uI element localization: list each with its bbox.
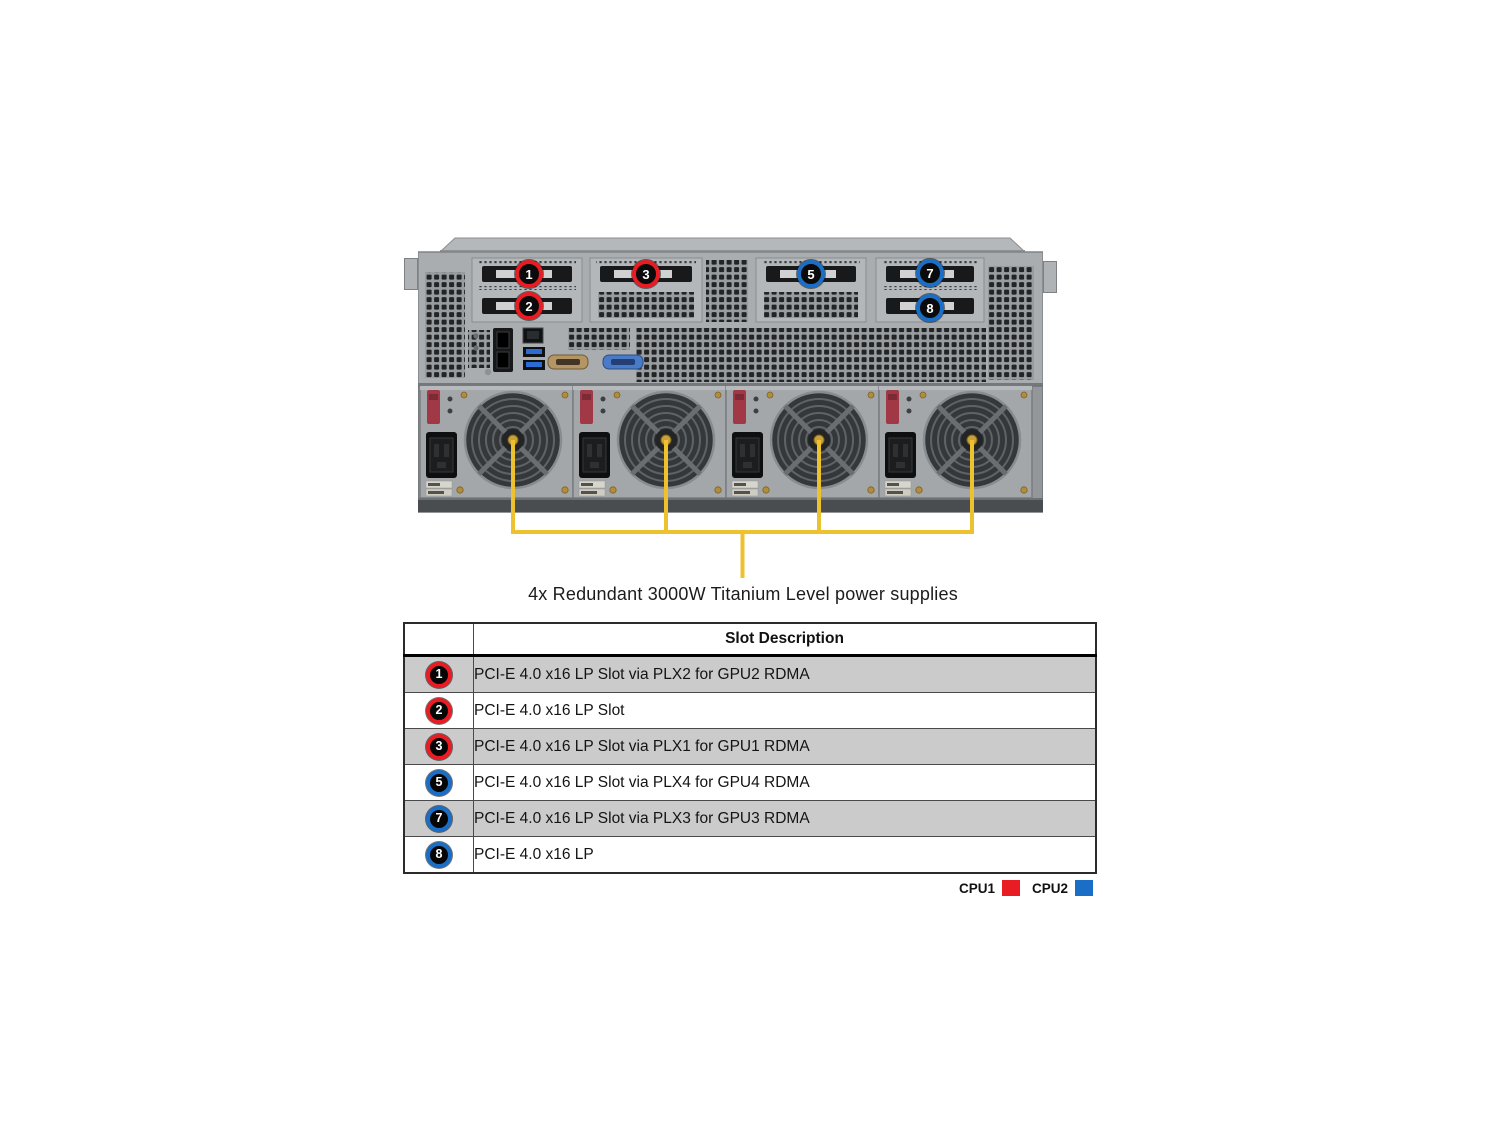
table-row-slot-1: 1 PCI-E 4.0 x16 LP Slot via PLX2 for GPU…	[403, 655, 1097, 693]
rack-ear-right	[1043, 261, 1057, 293]
slot-3-description: PCI-E 4.0 x16 LP Slot via PLX1 for GPU1 …	[473, 728, 1097, 765]
table-header-badge-column	[403, 622, 474, 657]
ipmi-usb-stack	[493, 328, 513, 372]
slot-8-description: PCI-E 4.0 x16 LP	[473, 836, 1097, 874]
legend-cpu2-label: CPU2	[1031, 880, 1068, 896]
usb-ports	[523, 347, 545, 370]
server-rear-illustration	[418, 237, 1043, 578]
slot-callout-7-number: 7	[926, 265, 934, 281]
slot-7-badge: 7	[426, 805, 452, 832]
table-row-slot-2: 2 PCI-E 4.0 x16 LP Slot	[403, 692, 1097, 729]
table-row-slot-5: 5 PCI-E 4.0 x16 LP Slot via PLX4 for GPU…	[403, 764, 1097, 801]
legend-item-cpu1: CPU1	[959, 880, 1020, 896]
io-panel	[473, 327, 644, 376]
slot-8-badge: 8	[426, 841, 452, 868]
slot-callout-3-number: 3	[642, 266, 650, 282]
slot-5-badge: 5	[426, 769, 452, 796]
slot-callout-5: 5	[797, 260, 825, 288]
chassis-lid	[438, 237, 1027, 253]
psu-2	[573, 386, 726, 498]
vga-port	[602, 354, 644, 370]
psu-caption: 4x Redundant 3000W Titanium Level power …	[528, 584, 958, 604]
table-row-slot-7: 7 PCI-E 4.0 x16 LP Slot via PLX3 for GPU…	[403, 800, 1097, 837]
legend-cpu1-swatch	[1001, 880, 1020, 896]
cpu-legend: CPU1 CPU2	[403, 878, 1093, 898]
slot-description-table: Slot Description 1 PCI-E 4.0 x16 LP Slot…	[403, 622, 1097, 874]
slot-5-description: PCI-E 4.0 x16 LP Slot via PLX4 for GPU4 …	[473, 764, 1097, 801]
slot-callout-3: 3	[632, 260, 660, 288]
slot-7-badge-cell: 7	[403, 800, 474, 837]
legend-cpu2-swatch	[1075, 880, 1093, 896]
table-header-row: Slot Description	[403, 622, 1097, 657]
slot-callout-8: 8	[916, 294, 944, 322]
slot-7-description: PCI-E 4.0 x16 LP Slot via PLX3 for GPU3 …	[473, 800, 1097, 837]
slot-callout-1: 1	[515, 260, 543, 288]
rack-ear-left	[404, 258, 418, 290]
psu-4	[879, 386, 1032, 498]
serial-port	[547, 354, 589, 370]
psu-1	[420, 386, 573, 498]
slot-3-badge-cell: 3	[403, 728, 474, 765]
slot-1-description: PCI-E 4.0 x16 LP Slot via PLX2 for GPU2 …	[473, 655, 1097, 693]
slot-callout-8-number: 8	[926, 300, 934, 316]
screw	[473, 345, 479, 351]
screw	[484, 368, 492, 376]
lan-port	[522, 327, 544, 344]
psu-bay	[418, 383, 1043, 513]
slot-5-badge-cell: 5	[403, 764, 474, 801]
slot-2-badge-cell: 2	[403, 692, 474, 729]
screw	[473, 333, 479, 339]
slot-1-badge: 1	[426, 661, 452, 688]
legend-cpu1-label: CPU1	[958, 880, 995, 896]
slot-1-badge-cell: 1	[403, 655, 474, 693]
slot-8-badge-cell: 8	[403, 836, 474, 874]
slot-callout-5-number: 5	[807, 266, 815, 282]
slot-2-description: PCI-E 4.0 x16 LP Slot	[473, 692, 1097, 729]
table-row-slot-3: 3 PCI-E 4.0 x16 LP Slot via PLX1 for GPU…	[403, 728, 1097, 765]
slot-callout-7: 7	[916, 259, 944, 287]
slot-callout-2: 2	[515, 292, 543, 320]
table-row-slot-8: 8 PCI-E 4.0 x16 LP	[403, 836, 1097, 874]
table-header-slot-description: Slot Description	[473, 622, 1097, 657]
psu-callout-lines	[511, 440, 974, 578]
psu-3	[726, 386, 879, 498]
slot-3-badge: 3	[426, 733, 452, 760]
legend-item-cpu2: CPU2	[1032, 880, 1093, 896]
slot-callout-1-number: 1	[525, 266, 533, 282]
slot-2-badge: 2	[426, 697, 452, 724]
slot-callout-2-number: 2	[525, 298, 533, 314]
